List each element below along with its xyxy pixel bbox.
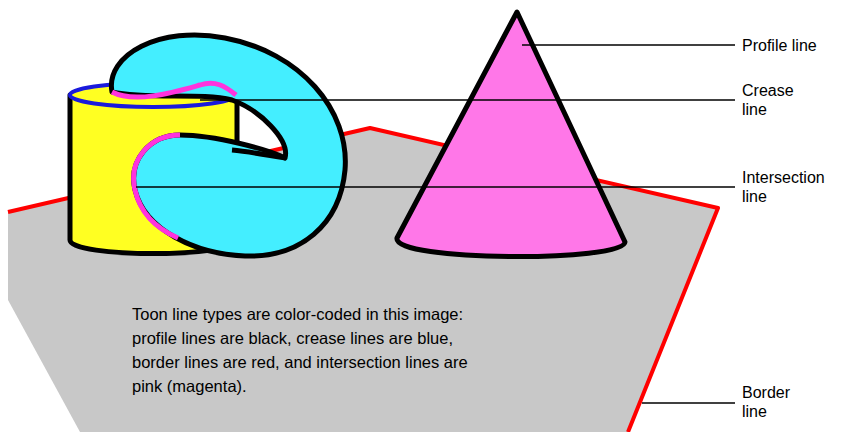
leader-line — [522, 44, 735, 46]
leader-line — [200, 99, 735, 101]
leader-line — [642, 402, 735, 404]
callout-label: Crease line — [742, 81, 812, 119]
cone — [397, 12, 625, 257]
torus-hole — [232, 150, 286, 158]
torus — [111, 35, 345, 256]
callout-label: Profile line — [742, 36, 854, 55]
intersection-line — [112, 83, 236, 97]
note-text: Toon line types are color-coded in this … — [132, 302, 477, 398]
callout-label: Intersection line — [742, 168, 850, 206]
leader-line — [136, 186, 735, 188]
callout-label: Border line — [742, 383, 812, 421]
